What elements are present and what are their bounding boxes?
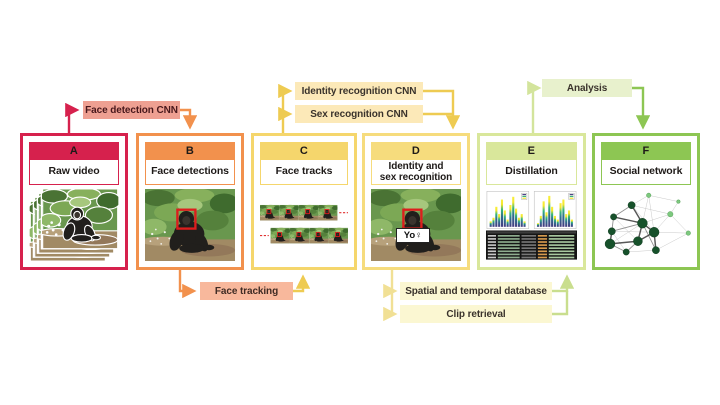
panel-e-letter: E xyxy=(487,143,576,159)
panel-c-header: C Face tracks xyxy=(260,142,348,185)
panel-d-letter: D xyxy=(372,143,460,159)
identity-annotation: Yo♀ xyxy=(396,228,430,243)
label-face-tracking: Face tracking xyxy=(200,282,293,300)
panel-e-title: Distillation xyxy=(487,159,576,184)
label-face-detection-cnn: Face detection CNN xyxy=(83,101,180,119)
panel-b-title: Face detections xyxy=(146,159,234,184)
distillation-charts xyxy=(486,190,577,260)
panel-d-title-line1: Identity and xyxy=(388,160,444,172)
panel-d-title: Identity and sex recognition xyxy=(372,159,460,184)
panel-face-detections: B Face detections xyxy=(136,133,244,270)
panel-b-header: B Face detections xyxy=(145,142,235,185)
face-track-strips xyxy=(260,204,348,243)
panel-a-header: A Raw video xyxy=(29,142,119,185)
identity-recognition-image xyxy=(371,188,461,261)
label-spatial-temporal-database: Spatial and temporal database xyxy=(400,282,552,300)
label-analysis: Analysis xyxy=(542,79,632,97)
panel-b-letter: B xyxy=(146,143,234,159)
face-detection-image xyxy=(145,188,235,261)
raw-video-thumbnail xyxy=(29,188,119,262)
panel-c-title: Face tracks xyxy=(261,159,347,184)
panel-d-title-line2: sex recognition xyxy=(379,172,453,183)
panel-a-title: Raw video xyxy=(30,159,118,184)
panel-e-header: E Distillation xyxy=(486,142,577,185)
panel-distillation: E Distillation xyxy=(477,133,586,270)
panel-a-letter: A xyxy=(30,143,118,159)
label-clip-retrieval: Clip retrieval xyxy=(400,305,552,323)
panel-identity-sex-recognition: D Identity and sex recognition Yo♀ xyxy=(362,133,470,270)
social-network-graph xyxy=(604,192,691,255)
panel-f-title: Social network xyxy=(602,159,690,184)
label-sex-recognition-cnn: Sex recognition CNN xyxy=(295,105,423,123)
panel-social-network: F Social network xyxy=(592,133,700,270)
panel-d-header: D Identity and sex recognition xyxy=(371,142,461,185)
panel-c-letter: C xyxy=(261,143,347,159)
panel-f-letter: F xyxy=(602,143,690,159)
panel-face-tracks: C Face tracks xyxy=(251,133,357,270)
panel-f-header: F Social network xyxy=(601,142,691,185)
label-identity-recognition-cnn: Identity recognition CNN xyxy=(295,82,423,100)
panel-raw-video: A Raw video xyxy=(20,133,128,270)
